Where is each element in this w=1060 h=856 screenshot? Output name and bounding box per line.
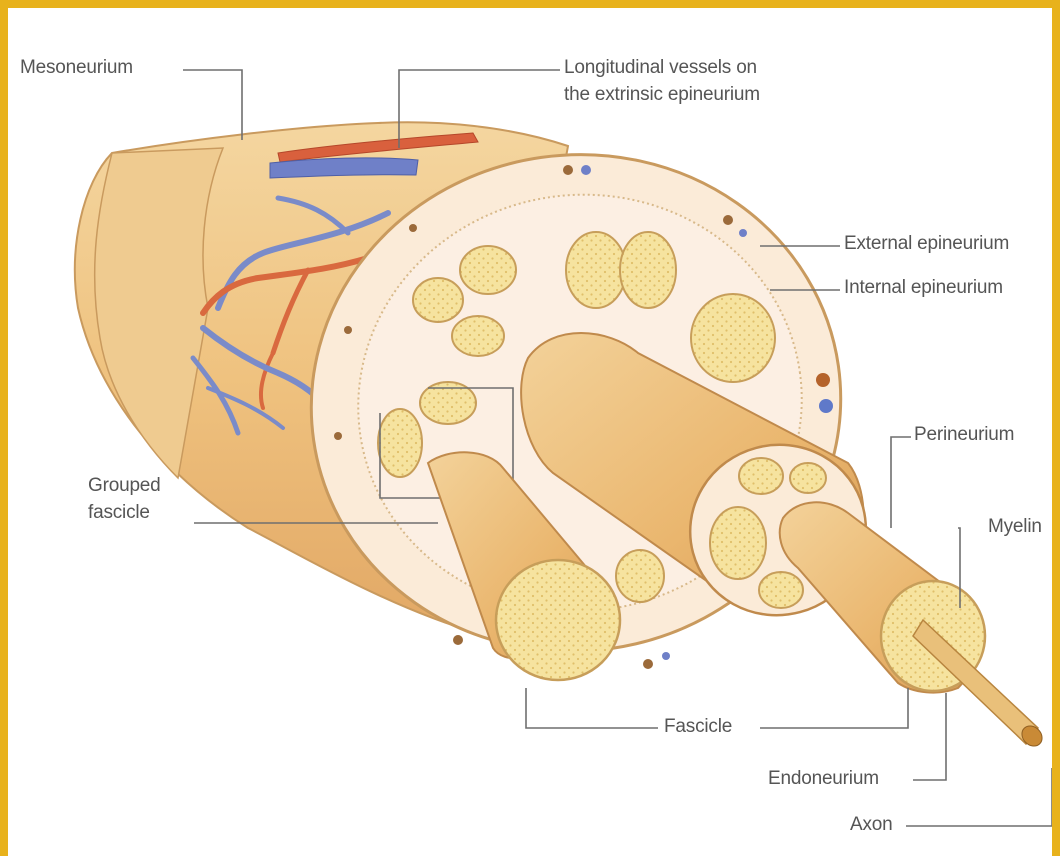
label-fascicle: Fascicle: [664, 713, 732, 740]
label-endoneurium: Endoneurium: [768, 765, 879, 792]
label-longitudinal-vessels: Longitudinal vessels on the extrinsic ep…: [564, 54, 760, 108]
label-internal-epineurium: Internal epineurium: [844, 274, 1003, 301]
label-external-epineurium: External epineurium: [844, 230, 1009, 257]
label-axon: Axon: [850, 811, 893, 838]
label-perineurium: Perineurium: [914, 421, 1014, 448]
longitudinal-vein: [270, 158, 418, 178]
nerve-cross-section-illustration: [8, 8, 1052, 856]
label-grouped-fascicle: Grouped fascicle: [88, 472, 161, 526]
fascicle-left-face: [496, 560, 620, 680]
label-mesoneurium: Mesoneurium: [20, 54, 133, 81]
label-myelin: Myelin: [988, 513, 1042, 540]
